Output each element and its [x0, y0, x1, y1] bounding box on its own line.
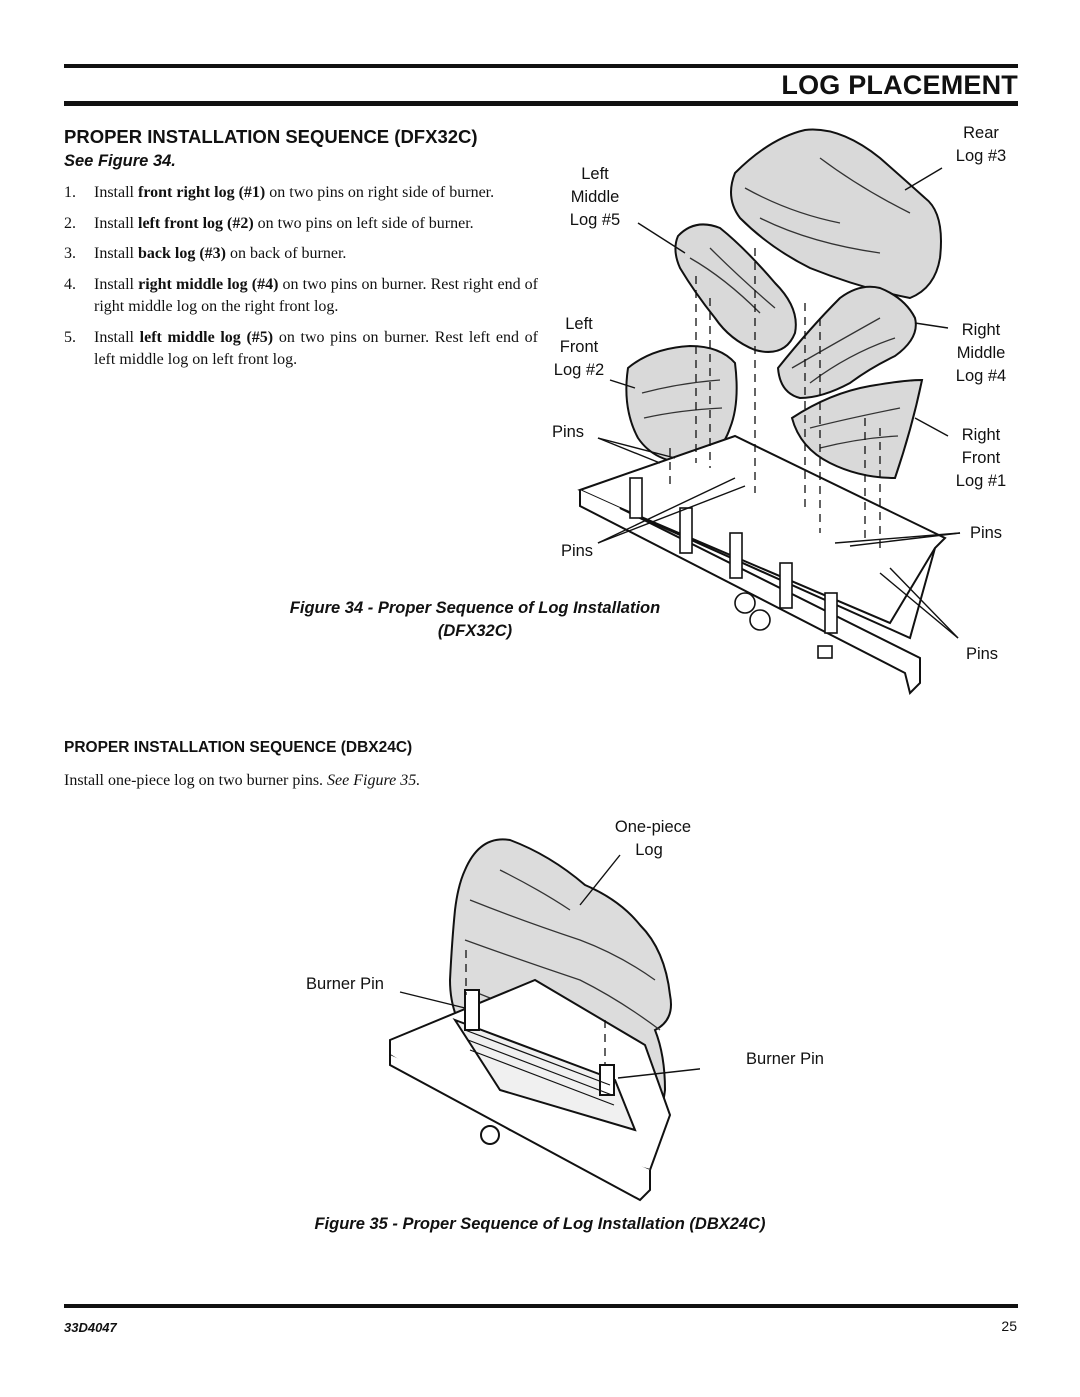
section-heading-dfx32c: PROPER INSTALLATION SEQUENCE (DFX32C) — [64, 126, 478, 147]
step-item: 5.Install left middle log (#5) on two pi… — [64, 328, 538, 369]
label-pins: Pins — [560, 542, 594, 560]
installation-steps-list: 1.Install front right log (#1) on two pi… — [64, 182, 538, 380]
step-item: 3.Install back log (#3) on back of burne… — [64, 245, 347, 262]
page-number: 25 — [1001, 1318, 1017, 1334]
label-pins: Pins — [969, 524, 1003, 542]
document-number: 33D4047 — [64, 1320, 117, 1335]
figure-35-illustration — [389, 838, 700, 1202]
section-2-body: Install one-piece log on two burner pins… — [64, 772, 421, 789]
step-item: 1.Install front right log (#1) on two pi… — [64, 184, 495, 201]
footer-rule — [64, 1304, 1018, 1308]
label-burner-pin: Burner Pin — [306, 975, 384, 993]
page-title: LOG PLACEMENT — [781, 70, 1018, 100]
see-figure-34: See Figure 34. — [64, 152, 176, 170]
section-heading-dbx24c: PROPER INSTALLATION SEQUENCE (DBX24C) — [64, 739, 413, 756]
header-bottom-rule — [64, 101, 1018, 106]
step-item: 4.Install right middle log (#4) on two p… — [64, 275, 539, 316]
figure-35-caption: Figure 35 - Proper Sequence of Log Insta… — [314, 1215, 766, 1233]
header-top-rule — [64, 64, 1018, 68]
label-pins: Pins — [551, 423, 585, 441]
label-burner-pin: Burner Pin — [746, 1050, 824, 1068]
figure-34-caption: Figure 34 - Proper Sequence of Log Insta… — [289, 599, 661, 640]
label-pins: Pins — [965, 645, 999, 663]
figure-34-illustration — [577, 128, 961, 695]
step-item: 2.Install left front log (#2) on two pin… — [64, 214, 474, 232]
